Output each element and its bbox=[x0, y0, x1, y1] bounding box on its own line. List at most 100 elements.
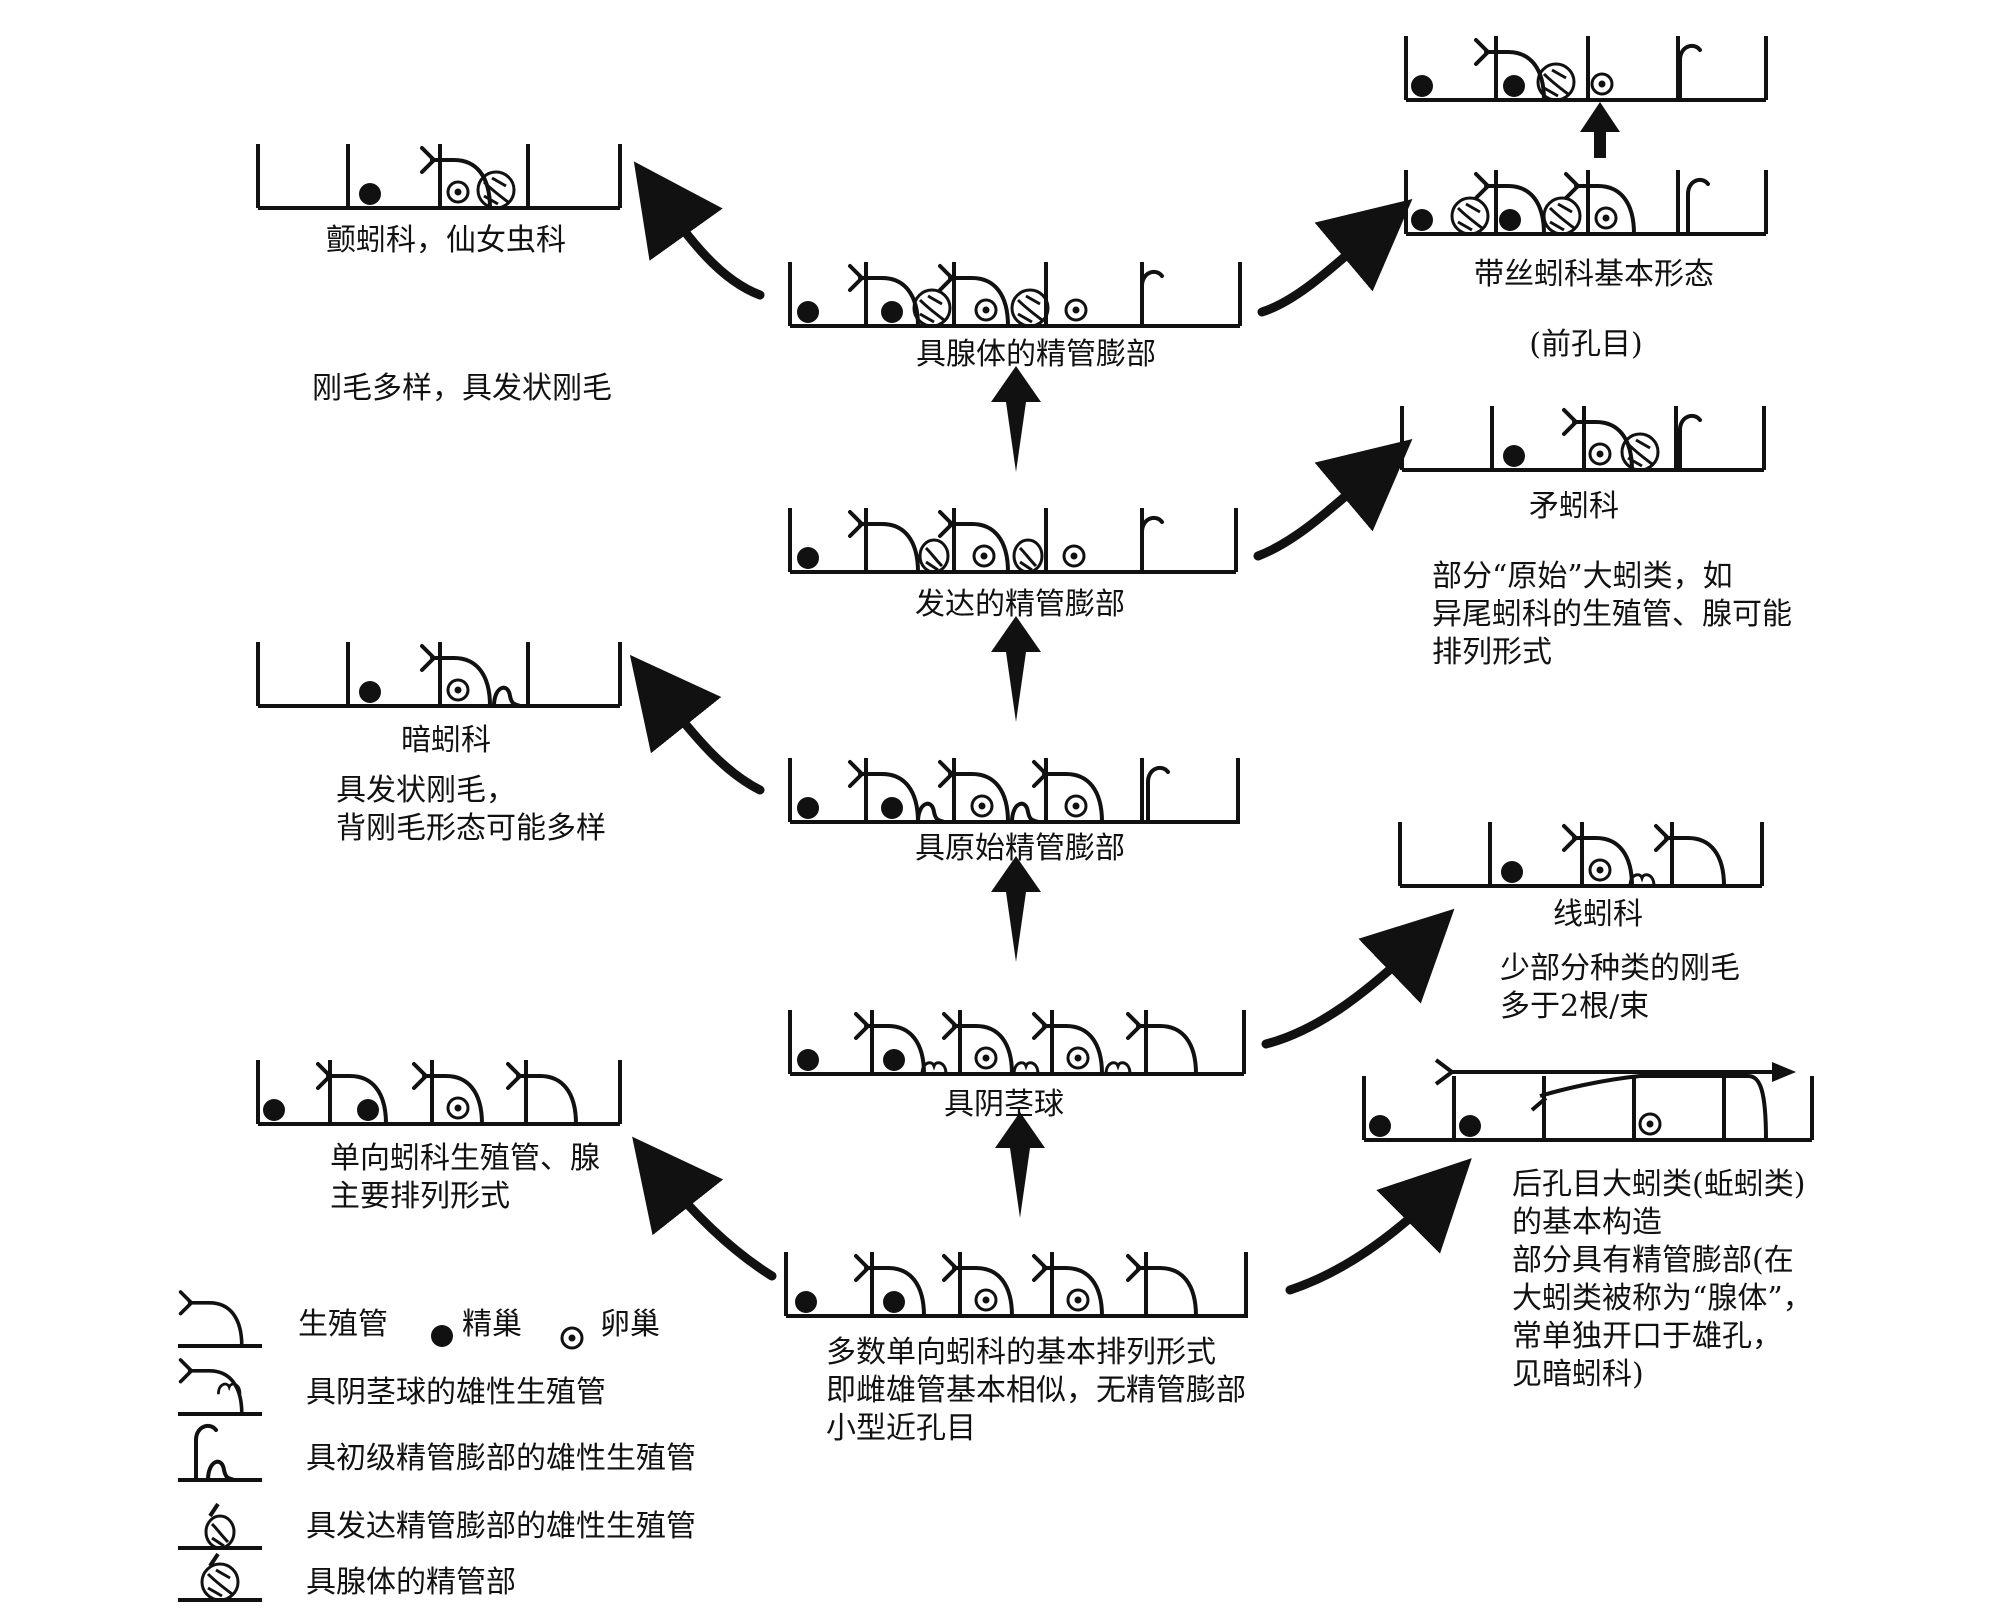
row-primary-atrium-primary-icon bbox=[916, 801, 946, 824]
row-right-top2-gland-icon bbox=[1542, 196, 1582, 236]
row-primary-atrium-hook-icon bbox=[1146, 765, 1170, 824]
legend-glandular-atrium-label: 具腺体的精管部 bbox=[306, 1565, 516, 1600]
row-base-ovary-icon bbox=[1066, 1288, 1090, 1312]
row-right-top2-hook-icon bbox=[1686, 177, 1710, 236]
arrow-curve-left-2 bbox=[629, 654, 765, 795]
row-developed-atrium-duct-icon bbox=[938, 510, 1010, 574]
right-bottom-line-4: 大蚓类被称为“腺体”， bbox=[1512, 1281, 1813, 1316]
row-right-mid-ovary-icon bbox=[1588, 442, 1612, 466]
row-left-bottom-testis-icon bbox=[357, 1099, 379, 1121]
row-developed-atrium bbox=[788, 508, 1238, 574]
row-left-bottom-ovary-icon bbox=[446, 1096, 470, 1120]
segment-rows bbox=[256, 36, 1814, 1318]
row-left-mid-primary-icon bbox=[492, 685, 522, 708]
row-left-top-ovary-icon bbox=[446, 180, 470, 204]
right-low-note-2: 多于2根/束 bbox=[1500, 989, 1650, 1024]
legend-primary-atrium-label: 具初级精管膨部的雄性生殖管 bbox=[306, 1441, 696, 1476]
row-developed-atrium-developed-icon bbox=[918, 538, 950, 574]
arrow-curve-right-1 bbox=[1257, 199, 1413, 317]
arrow-curve-left-3 bbox=[632, 1136, 777, 1281]
row-penial-bulb-testis-icon bbox=[883, 1049, 905, 1071]
row-right-bottom bbox=[1362, 1076, 1814, 1142]
row-glandular-atrium-testis-icon bbox=[881, 301, 903, 323]
row-right-bottom-ovary-icon bbox=[1638, 1112, 1662, 1136]
row-primary-atrium-testis-icon bbox=[797, 797, 819, 819]
legend-primary-atrium-icon bbox=[194, 1423, 236, 1482]
row-penial-bulb-ovary-icon bbox=[1066, 1046, 1090, 1070]
row-left-mid-ovary-icon bbox=[446, 678, 470, 702]
row-left-bottom-duct-icon bbox=[412, 1062, 484, 1126]
left-mid-note-2: 背刚毛形态可能多样 bbox=[336, 811, 606, 846]
right-bottom-line-3: 部分具有精管膨部(在 bbox=[1512, 1243, 1794, 1278]
legend-duct-icon bbox=[178, 1290, 244, 1348]
row-penial-bulb bbox=[788, 1010, 1246, 1076]
row-left-mid bbox=[256, 642, 622, 708]
legend-developed-atrium-icon bbox=[204, 1502, 236, 1550]
row-penial-bulb-testis-icon bbox=[797, 1049, 819, 1071]
right-bottom-line-1: 后孔目大蚓类(蚯蚓类) bbox=[1512, 1167, 1806, 1202]
center-level4-label: 发达的精管膨部 bbox=[915, 587, 1125, 622]
row-base-testis-icon bbox=[883, 1291, 905, 1313]
right-low-family: 线蚓科 bbox=[1553, 897, 1643, 932]
row-glandular-atrium-ovary-icon bbox=[974, 298, 998, 322]
center-base-line-1: 多数单向蚓科的基本排列形式 bbox=[826, 1335, 1216, 1370]
legend-ovary-label: 卵巢 bbox=[600, 1307, 660, 1342]
right-mid-note-2: 异尾蚓科的生殖管、腺可能 bbox=[1432, 597, 1792, 632]
row-penial-bulb-ovary-icon bbox=[974, 1046, 998, 1070]
row-primary-atrium-primary-icon bbox=[1010, 801, 1040, 824]
row-base bbox=[784, 1252, 1248, 1318]
row-base-testis-icon bbox=[795, 1291, 817, 1313]
row-left-top-gland-icon bbox=[476, 170, 516, 210]
right-mid-family: 矛蚓科 bbox=[1529, 489, 1619, 524]
legend-testis-label: 精巢 bbox=[462, 1307, 522, 1342]
row-developed-atrium-ovary-icon bbox=[972, 544, 996, 568]
row-right-top2-ovary-icon bbox=[1594, 206, 1618, 230]
right-bottom-line-2: 的基本构造 bbox=[1512, 1205, 1662, 1240]
row-right-low-duct-icon bbox=[1654, 824, 1726, 888]
row-right-top1-hook-icon bbox=[1678, 43, 1702, 102]
row-right-top1-testis-icon bbox=[1503, 75, 1525, 97]
row-developed-atrium-developed-icon bbox=[1012, 538, 1044, 574]
row-developed-atrium-hook-icon bbox=[1140, 515, 1164, 574]
row-right-top2-testis-icon bbox=[1411, 209, 1433, 231]
left-bottom-note-1: 单向蚓科生殖管、腺 bbox=[330, 1141, 600, 1176]
vertical-arrows bbox=[991, 102, 1620, 1218]
row-developed-atrium-testis-icon bbox=[797, 547, 819, 569]
row-right-low-ovary-icon bbox=[1588, 858, 1612, 882]
row-glandular-atrium-hook-icon bbox=[1140, 269, 1164, 328]
row-right-top2-gland-icon bbox=[1450, 196, 1490, 236]
row-penial-bulb-duct-icon bbox=[1126, 1012, 1198, 1076]
row-glandular-atrium-gland-icon bbox=[912, 288, 952, 328]
row-primary-atrium-testis-icon bbox=[881, 797, 903, 819]
row-developed-atrium-duct-icon bbox=[848, 510, 920, 574]
row-primary-atrium-ovary-icon bbox=[970, 794, 994, 818]
arrow-curve-right-2 bbox=[1253, 439, 1413, 561]
arrow-up-1 bbox=[995, 1112, 1045, 1218]
left-top-family: 颤蚓科，仙女虫科 bbox=[326, 223, 566, 258]
row-right-mid-testis-icon bbox=[1503, 445, 1525, 467]
row-glandular-atrium-gland-icon bbox=[1010, 288, 1050, 328]
arrow-curve-right-4 bbox=[1285, 1158, 1472, 1295]
left-mid-note-1: 具发状刚毛， bbox=[336, 773, 516, 808]
right-mid-note-1: 部分“原始”大蚓类，如 bbox=[1432, 559, 1733, 594]
row-penial-bulb-duct-icon bbox=[1032, 1012, 1104, 1076]
center-base-line-2: 即雌雄管基本相似，无精管膨部 bbox=[826, 1373, 1246, 1408]
row-base-ovary-icon bbox=[974, 1288, 998, 1312]
row-left-bottom bbox=[256, 1060, 622, 1126]
row-left-top-testis-icon bbox=[359, 183, 381, 205]
legend-penial-bulb-label: 具阴茎球的雄性生殖管 bbox=[306, 1375, 606, 1410]
curved-arrows bbox=[629, 161, 1472, 1295]
legend-testis-icon bbox=[431, 1325, 453, 1347]
row-primary-atrium-ovary-icon bbox=[1064, 794, 1088, 818]
row-right-top2-testis-icon bbox=[1499, 209, 1521, 231]
row-glandular-atrium-testis-icon bbox=[797, 301, 819, 323]
row-primary-atrium bbox=[788, 758, 1240, 824]
row-left-top bbox=[256, 144, 622, 210]
row-right-mid bbox=[1400, 406, 1766, 472]
row-right-bottom-long-duct bbox=[1434, 1058, 1796, 1141]
arrow-up-right bbox=[1580, 102, 1620, 158]
legend-glandular-atrium-icon bbox=[200, 1552, 240, 1602]
row-base-duct-icon bbox=[1126, 1254, 1198, 1318]
row-glandular-atrium bbox=[788, 262, 1242, 328]
